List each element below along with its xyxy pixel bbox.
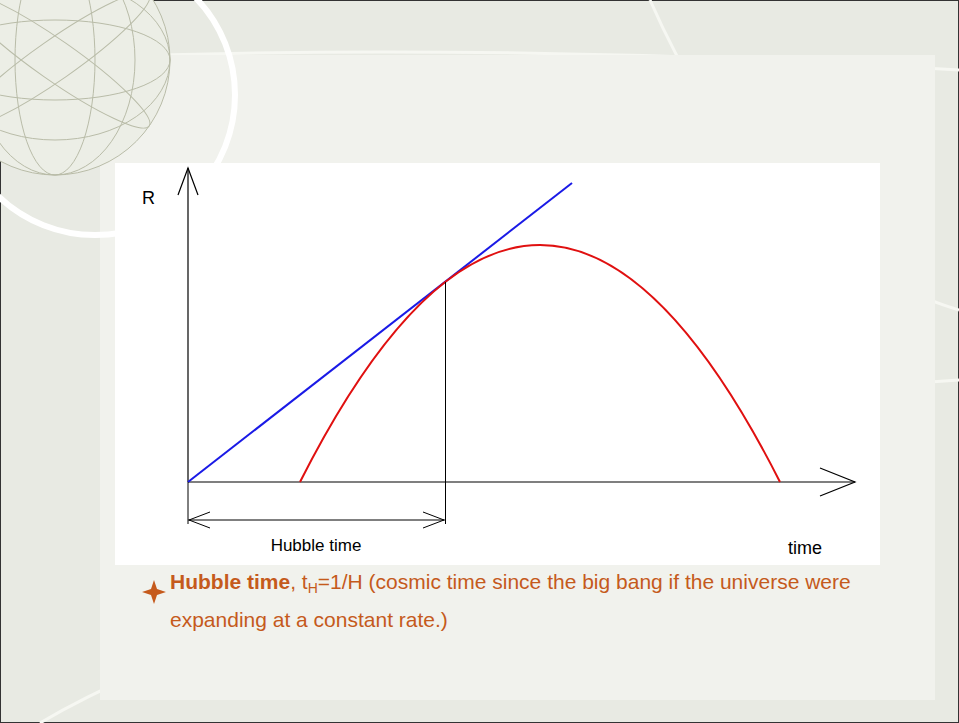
axis-label: time	[788, 538, 822, 559]
bullet-text: Hubble time, tH=1/H (cosmic time since t…	[170, 566, 910, 636]
chart-panel	[115, 163, 880, 565]
axis-label: R	[142, 188, 155, 209]
tangent-drop-line	[445, 282, 446, 524]
constant-expansion-line	[188, 183, 572, 482]
symbol-text: , t	[290, 570, 308, 593]
bullet-star	[142, 580, 166, 604]
hubble-time-arrow	[188, 482, 445, 528]
interval-label: Hubble time	[271, 536, 362, 556]
axes	[178, 168, 855, 496]
subscript: H	[308, 580, 318, 596]
expansion-curve	[300, 245, 780, 482]
term: Hubble time	[170, 570, 290, 593]
